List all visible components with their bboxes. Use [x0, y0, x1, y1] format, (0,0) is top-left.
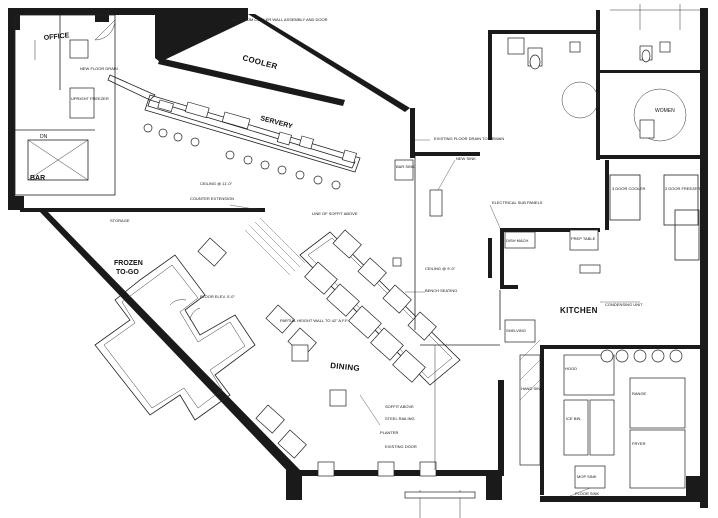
equip-shelving: SHELVING [506, 328, 526, 333]
equip-prep-table: PREP TABLE [571, 236, 596, 241]
equip-hood: HOOD [565, 366, 577, 371]
note-counter-ext: COUNTER EXTENSION [190, 196, 234, 201]
note-ceiling-9: CEILING @ 9'-0" [425, 266, 456, 271]
equip-range: RANGE [632, 391, 647, 396]
restroom-fixtures [507, 37, 687, 142]
note-planter: PLANTER [380, 430, 399, 435]
equip-upright-freezer: UPRIGHT FREEZER [71, 96, 109, 101]
dining-tables-upper [332, 229, 437, 341]
note-custom-cooler: CUSTOM COOLER WALL ASSEMBLY AND DOOR [236, 17, 328, 22]
bar-counter [107, 74, 414, 190]
frozen-to-go-area [94, 254, 256, 421]
note-storage: STORAGE [110, 218, 130, 223]
note-ceiling-11: CEILING @ 11'-0" [200, 181, 233, 186]
bench-cushions [304, 261, 426, 383]
label-dining: DINING [330, 361, 361, 373]
dining-square-tables [291, 344, 437, 477]
note-soffit-above: SOFFIT ABOVE [385, 404, 414, 409]
label-office: OFFICE [43, 32, 70, 42]
note-partial-height: PARTIAL HEIGHT WALL TO 42" A.F.F. [280, 318, 348, 323]
dining-bench-seating [197, 217, 461, 477]
label-kitchen: KITCHEN [560, 306, 598, 315]
label-dn: DN [40, 134, 48, 140]
label-frozen: FROZEN [114, 260, 143, 267]
dining-tables-lower [197, 237, 317, 459]
equip-freezer-2dr: 2 DOOR FREEZER [665, 186, 700, 191]
equip-cooler-3dr: 3 DOOR COOLER [612, 186, 645, 191]
note-bench-seating: BENCH SEATING [425, 288, 457, 293]
label-bar: BAR [30, 175, 45, 182]
kitchen-walls [488, 10, 706, 495]
equip-dish-mach: DISH MACH [506, 238, 529, 243]
note-floor-elev: FLOOR ELEV. 0'-0" [200, 294, 236, 299]
label-servery: SERVERY [259, 115, 293, 130]
note-floor-sink: FLOOR SINK [575, 491, 600, 496]
annotation-leaders [229, 19, 640, 497]
upright-freezer-unit [69, 87, 95, 119]
note-new-sink: NEW SINK [456, 156, 476, 161]
note-existing-floor-drain: EXISTING FLOOR DRAIN TO REMAIN [434, 136, 504, 141]
equip-mop-sink: MOP SINK [577, 474, 597, 479]
bar-stools [143, 123, 341, 190]
note-line-soffit: LINE OF SOFFIT ABOVE [312, 211, 358, 216]
label-cooler: COOLER [241, 53, 278, 71]
equip-hand-sink: HAND SINK [521, 386, 543, 391]
equip-ice-bin: ICE BIN [566, 416, 581, 421]
note-labels: CUSTOM COOLER WALL ASSEMBLY AND DOOR EXI… [80, 17, 643, 496]
note-cond-unit: CONDENSING UNIT [605, 302, 643, 307]
equip-fryer: FRYER [632, 441, 646, 446]
note-electrical-sub: ELECTRICAL SUB PANELS [492, 200, 543, 205]
misc-lines [404, 4, 700, 518]
equipment-labels: UPRIGHT FREEZER BAR SINK DISH MACH PREP … [71, 96, 700, 479]
kitchen-equipment [504, 229, 686, 489]
label-to-go: TO-GO [116, 269, 139, 276]
label-women: WOMEN [655, 108, 675, 114]
exterior-walls [8, 8, 708, 508]
note-steel-railing: STEEL RAILING [385, 416, 415, 421]
equip-bar-sink: BAR SINK [396, 164, 415, 169]
note-new-floor-drain: NEW FLOOR DRAIN [80, 66, 118, 71]
note-existing-door: EXISTING DOOR [385, 444, 417, 449]
office-area [14, 14, 116, 196]
